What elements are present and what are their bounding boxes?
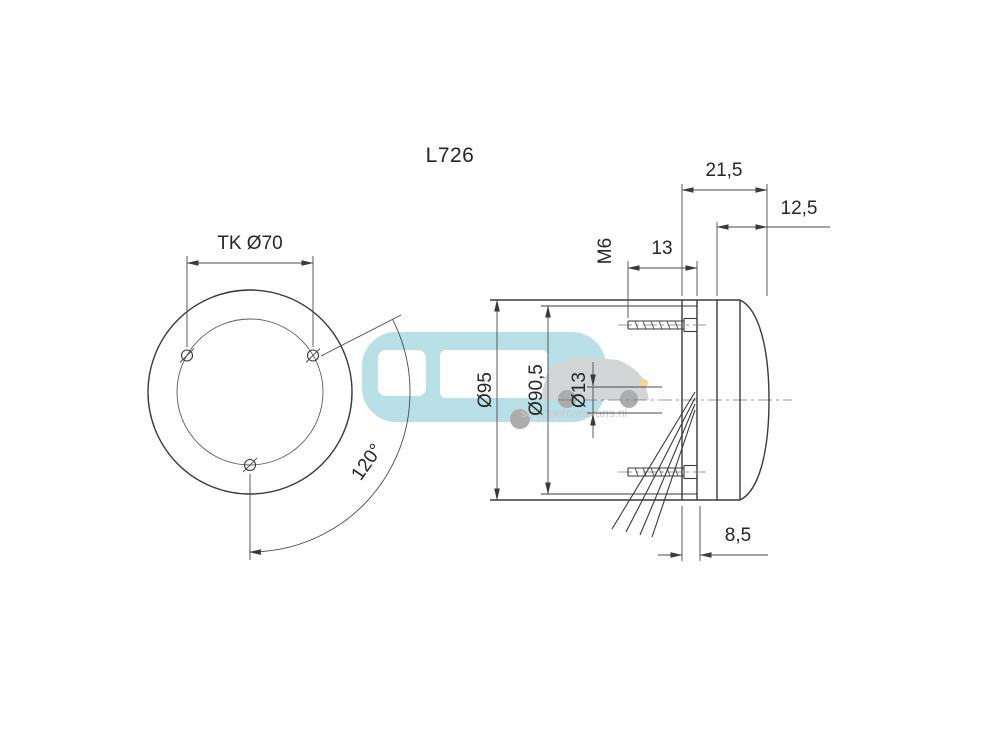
- dimension-inner-diameter: Ø90,5: [526, 305, 551, 495]
- front-view: TK Ø70 120°: [147, 233, 411, 560]
- car-indicator-dot: [640, 379, 648, 387]
- lamp-body-outline: [490, 299, 770, 501]
- hole-dia-label: Ø13: [569, 372, 590, 408]
- mounting-stud-top: [618, 317, 706, 333]
- inner-dia-label: Ø90,5: [526, 364, 547, 416]
- mounting-hole: [305, 348, 321, 363]
- body-dia-label: Ø95: [475, 372, 496, 408]
- stud-length-label: 13: [651, 238, 672, 259]
- dimension-stud-length: 13: [627, 238, 698, 318]
- angle-dim-label: 120°: [348, 440, 388, 484]
- bolt-circle: [176, 318, 324, 466]
- overall-depth-label: 21,5: [706, 160, 743, 181]
- dimension-overall-depth: 21,5: [681, 160, 768, 296]
- dimension-body-diameter: Ø95: [475, 299, 500, 501]
- watermark-logo: schippercaravans.nl: [362, 332, 649, 429]
- mounting-stud-bottom: [618, 464, 706, 480]
- drawing-title: L726: [426, 144, 475, 167]
- thread-label: M6: [595, 238, 616, 264]
- lens-depth-label: 12,5: [781, 198, 818, 219]
- dimension-hole-diameter: Ø13: [569, 362, 662, 438]
- bolt-circle-dim-label: TK Ø70: [217, 233, 282, 254]
- side-view: Ø95 Ø90,5 Ø13 M6 13: [475, 160, 830, 561]
- lamp-outer-circle: [147, 289, 353, 495]
- mounting-hole: [242, 457, 258, 473]
- dimension-wire-offset: 8,5: [658, 506, 768, 561]
- lens-dome: [739, 299, 770, 501]
- dimension-lens-depth: 12,5: [716, 198, 830, 296]
- dimension-bolt-circle: TK Ø70: [186, 233, 314, 347]
- caravan-wheel-icon: [510, 409, 530, 429]
- mounting-hole: [179, 348, 195, 363]
- cable-wires: [611, 391, 696, 538]
- wire-offset-label: 8,5: [725, 525, 751, 546]
